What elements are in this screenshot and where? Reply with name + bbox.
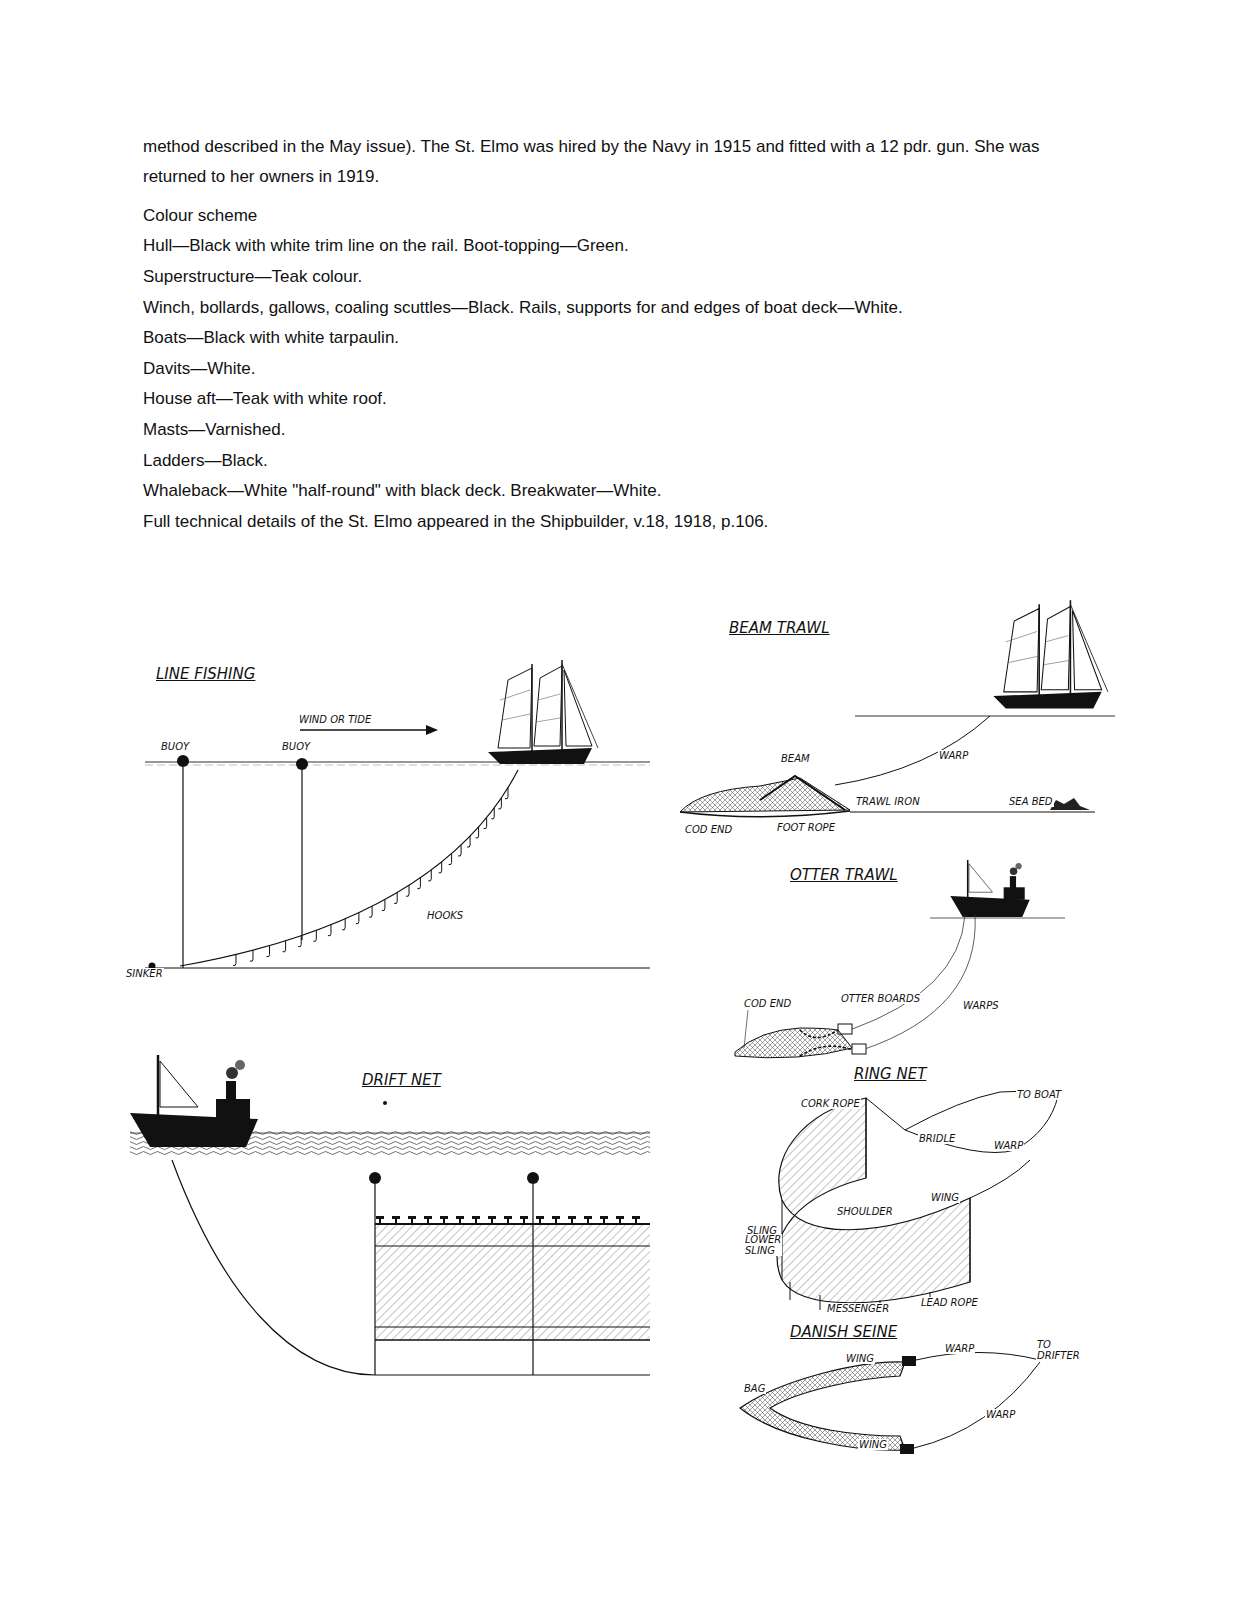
cork-float bbox=[440, 1216, 448, 1224]
hook-stroke bbox=[328, 925, 331, 936]
hook-stroke bbox=[467, 836, 470, 847]
cork-float bbox=[632, 1216, 640, 1224]
text-line: method described in the May issue). The … bbox=[143, 132, 1048, 192]
cork-float bbox=[472, 1216, 480, 1224]
text-line: Colour scheme bbox=[143, 201, 257, 231]
cork-float bbox=[600, 1216, 608, 1224]
cork-float bbox=[504, 1216, 512, 1224]
text-line: Boats—Black with white tarpaulin. bbox=[143, 323, 399, 353]
cork-float bbox=[552, 1216, 560, 1224]
part-label: FOOT ROPE bbox=[776, 822, 836, 833]
hook-stroke bbox=[342, 919, 345, 930]
hook-stroke bbox=[498, 798, 501, 809]
part-label: MESSENGER bbox=[826, 1303, 890, 1314]
part-label: BUOY bbox=[160, 741, 190, 752]
part-label: WARP bbox=[985, 1409, 1016, 1420]
hook-stroke bbox=[428, 870, 431, 881]
part-label: SHOULDER bbox=[836, 1206, 894, 1217]
part-label: WIND OR TIDE bbox=[298, 714, 372, 725]
part-label: WING bbox=[845, 1353, 875, 1364]
part-label: SEA BED bbox=[1008, 796, 1054, 807]
hook-stroke bbox=[491, 808, 494, 819]
text-line: Winch, bollards, gallows, coaling scuttl… bbox=[143, 293, 903, 323]
cork-float bbox=[488, 1216, 496, 1224]
cork-float bbox=[584, 1216, 592, 1224]
part-label: SINKER bbox=[125, 968, 164, 979]
figure-title: BEAM TRAWL bbox=[727, 620, 832, 637]
part-label: LOWER SLING bbox=[744, 1234, 782, 1256]
part-label: TO DRIFTER bbox=[1036, 1339, 1078, 1361]
cork-float bbox=[456, 1216, 464, 1224]
cork-float bbox=[536, 1216, 544, 1224]
hook-stroke bbox=[505, 788, 508, 799]
part-label: WING bbox=[858, 1439, 888, 1450]
hook-stroke bbox=[283, 941, 286, 952]
hook-stroke bbox=[313, 930, 316, 941]
hook-stroke bbox=[394, 892, 397, 903]
hook-stroke bbox=[233, 954, 236, 965]
hook-stroke bbox=[449, 853, 452, 864]
figure-title: DRIFT NET bbox=[360, 1072, 443, 1089]
text-line: House aft—Teak with white roof. bbox=[143, 384, 387, 414]
cork-float bbox=[616, 1216, 624, 1224]
part-label: BAG bbox=[743, 1383, 766, 1394]
hook-stroke bbox=[439, 862, 442, 873]
part-label: WARP bbox=[938, 750, 969, 761]
part-label: WARP bbox=[993, 1140, 1024, 1151]
cork-float bbox=[408, 1216, 416, 1224]
part-label: CORK ROPE bbox=[800, 1098, 861, 1109]
part-label: TRAWL IRON bbox=[855, 796, 921, 807]
hook-stroke bbox=[476, 827, 479, 838]
text-line: Whaleback—White "half-round" with black … bbox=[143, 476, 662, 506]
part-label: BEAM bbox=[780, 753, 811, 764]
part-label: TO BOAT bbox=[1016, 1089, 1062, 1100]
part-label: WARPS bbox=[962, 1000, 1000, 1011]
cork-float bbox=[424, 1216, 432, 1224]
part-label: WARP bbox=[944, 1343, 975, 1354]
part-label: LEAD ROPE bbox=[920, 1297, 979, 1308]
text-line: Superstructure—Teak colour. bbox=[143, 262, 362, 292]
part-label: COD END bbox=[743, 998, 792, 1009]
hook-stroke bbox=[250, 950, 253, 961]
hook-stroke bbox=[406, 885, 409, 896]
text-line: Ladders—Black. bbox=[143, 446, 268, 476]
hook-stroke bbox=[369, 906, 372, 917]
text-line: Masts—Varnished. bbox=[143, 415, 285, 445]
hook-stroke bbox=[356, 913, 359, 924]
figure-title: RING NET bbox=[852, 1066, 928, 1083]
cork-float bbox=[392, 1216, 400, 1224]
hook-stroke bbox=[382, 899, 385, 910]
figure-title: DANISH SEINE bbox=[788, 1324, 899, 1341]
cork-float bbox=[568, 1216, 576, 1224]
part-label: HOOKS bbox=[426, 910, 464, 921]
part-label: COD END bbox=[684, 824, 733, 835]
figure-title: LINE FISHING bbox=[154, 666, 257, 683]
cork-float bbox=[520, 1216, 528, 1224]
figure-title: OTTER TRAWL bbox=[788, 867, 900, 884]
text-line: Full technical details of the St. Elmo a… bbox=[143, 507, 768, 537]
hook-stroke bbox=[417, 878, 420, 889]
hook-stroke bbox=[267, 946, 270, 957]
hook-stroke bbox=[484, 817, 487, 828]
hook-stroke bbox=[458, 845, 461, 856]
text-line: Hull—Black with white trim line on the r… bbox=[143, 231, 629, 261]
part-label: OTTER BOARDS bbox=[840, 993, 921, 1004]
hook-stroke bbox=[298, 936, 301, 947]
part-label: WING bbox=[930, 1192, 960, 1203]
part-label: BUOY bbox=[281, 741, 311, 752]
part-label: BRIDLE bbox=[918, 1133, 956, 1144]
text-line: Davits—White. bbox=[143, 354, 255, 384]
cork-float bbox=[376, 1216, 384, 1224]
